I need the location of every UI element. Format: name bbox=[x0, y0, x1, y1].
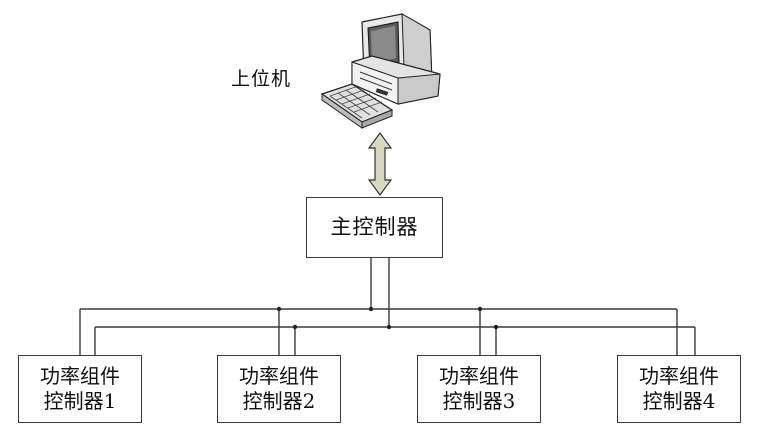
bus-lines bbox=[79, 258, 696, 355]
slave-label-line1: 功率组件 bbox=[40, 364, 120, 388]
slave-label-line2: 控制器3 bbox=[442, 389, 516, 413]
host-computer-label: 上位机 bbox=[231, 68, 292, 90]
power-module-controller-1: 功率组件 控制器1 bbox=[18, 355, 142, 423]
slave-label-line2: 控制器1 bbox=[43, 389, 117, 413]
slave-label-line2: 控制器4 bbox=[642, 389, 716, 413]
slave-label-line1: 功率组件 bbox=[239, 364, 319, 388]
bus-junctions bbox=[276, 306, 499, 330]
power-module-controller-2: 功率组件 控制器2 bbox=[217, 355, 341, 423]
master-controller-box: 主控制器 bbox=[306, 197, 443, 258]
desktop-computer-icon bbox=[320, 13, 441, 129]
slave-label-line1: 功率组件 bbox=[639, 364, 719, 388]
power-module-controller-4: 功率组件 控制器4 bbox=[617, 355, 741, 423]
power-module-controller-3: 功率组件 控制器3 bbox=[417, 355, 541, 423]
slave-label-line2: 控制器2 bbox=[242, 389, 316, 413]
bidirectional-arrow bbox=[367, 131, 393, 197]
master-controller-label: 主控制器 bbox=[330, 215, 419, 240]
slave-label-line1: 功率组件 bbox=[439, 364, 519, 388]
